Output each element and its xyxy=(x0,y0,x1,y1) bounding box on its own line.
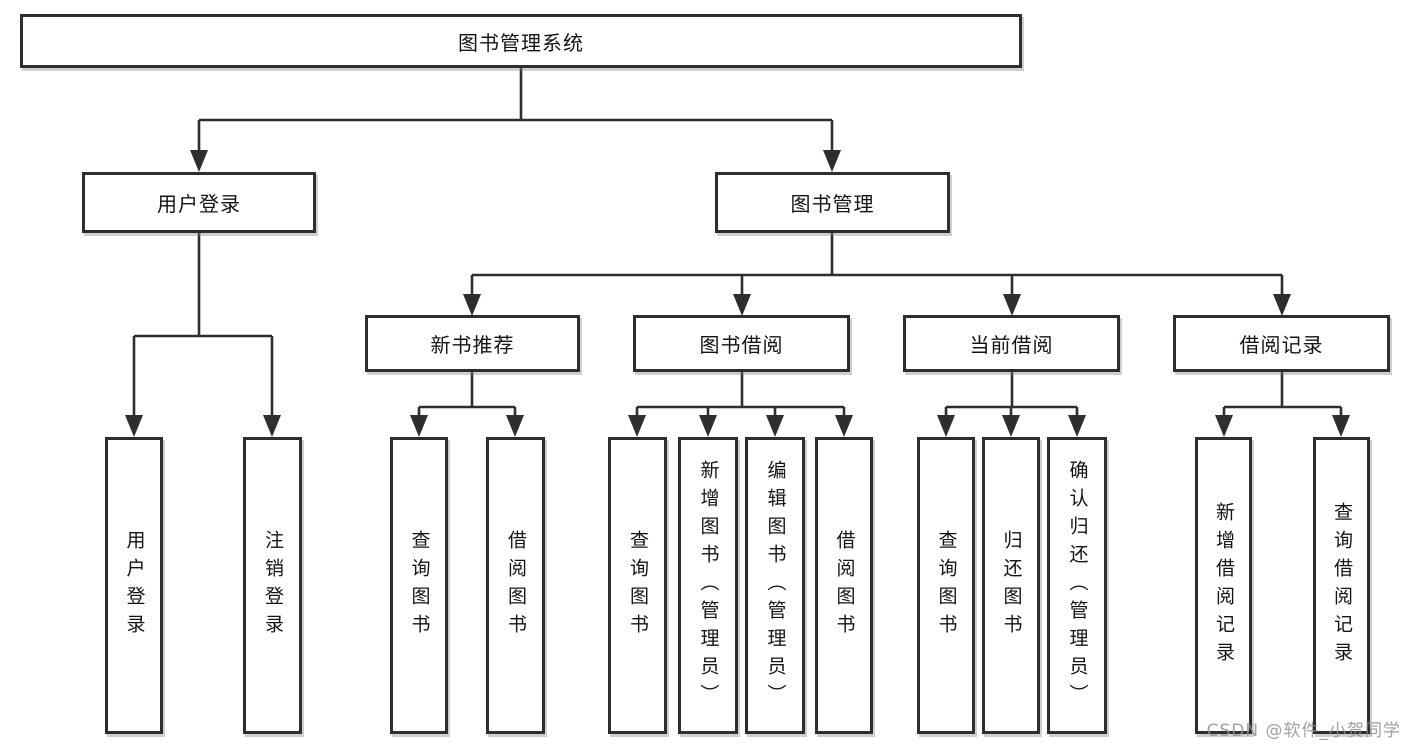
leaf-query-books-current: 查询图书 xyxy=(917,437,975,734)
leaf-return-book: 归还图书 xyxy=(982,437,1040,734)
leaf-query-borrow-record: 查询借阅记录 xyxy=(1313,437,1370,734)
node-root-system: 图书管理系统 xyxy=(20,14,1022,68)
leaf-confirm-return-admin: 确认归还（管理员） xyxy=(1047,437,1107,734)
leaf-borrow-books-recommend: 借阅图书 xyxy=(486,437,545,734)
watermark: CSDN @软件_小贺同学 xyxy=(1206,721,1401,741)
node-borrowing-records: 借阅记录 xyxy=(1173,315,1390,372)
node-current-borrowing: 当前借阅 xyxy=(903,315,1120,372)
leaf-query-books-recommend: 查询图书 xyxy=(390,437,448,734)
leaf-borrow-books-borrowing: 借阅图书 xyxy=(815,437,873,734)
leaf-query-books-borrowing: 查询图书 xyxy=(608,437,667,734)
arrowheads xyxy=(125,150,1350,437)
node-user-login: 用户登录 xyxy=(82,172,316,233)
leaf-add-book-admin: 新增图书（管理员） xyxy=(678,437,738,734)
node-book-management: 图书管理 xyxy=(715,172,950,233)
node-new-book-recommendation: 新书推荐 xyxy=(365,315,580,372)
leaf-add-borrow-record: 新增借阅记录 xyxy=(1195,437,1252,734)
leaf-edit-book-admin: 编辑图书（管理员） xyxy=(745,437,805,734)
node-book-borrowing: 图书借阅 xyxy=(633,315,850,372)
leaf-logout: 注销登录 xyxy=(243,437,302,734)
leaf-user-login: 用户登录 xyxy=(105,437,163,734)
